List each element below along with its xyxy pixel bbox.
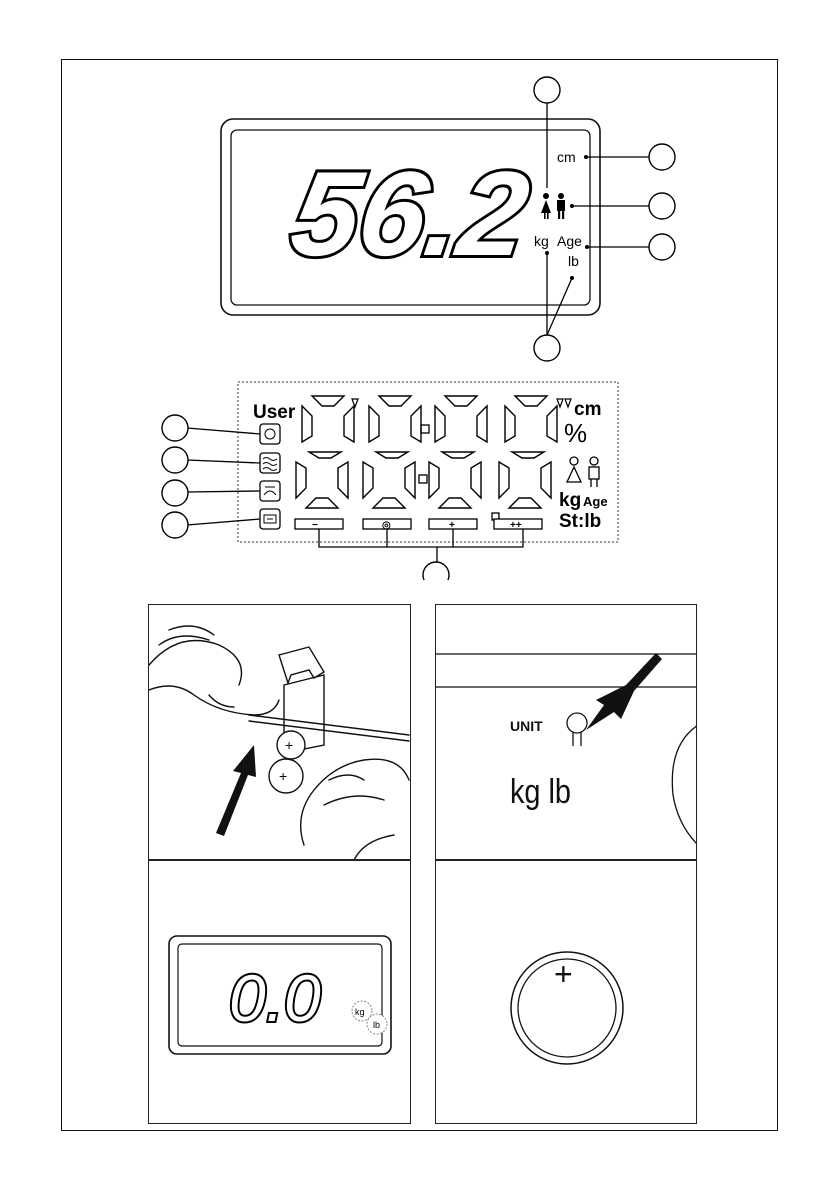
- lcd-digit-4-segment-5: [499, 462, 509, 498]
- lcd-digit-2-segment-6: [369, 406, 379, 442]
- battery-polarity-2: +: [279, 768, 287, 784]
- lcd-unit-percent: %: [564, 418, 587, 448]
- unit-options-label: kg lb: [510, 772, 571, 811]
- lcd-digit-1-segment-1: [312, 396, 344, 406]
- coin-cell-polarity: +: [554, 956, 573, 992]
- coin-cell-illustration: +: [436, 861, 697, 1124]
- panel-zero-display: 0.0 0.0 kg lb: [148, 860, 411, 1124]
- lcd-digit-3-segment-4: [439, 498, 471, 508]
- lcd-digit-1-segment-2: [344, 406, 354, 442]
- unit-button-label: UNIT: [510, 718, 543, 734]
- lcd-digit-1-segment-6: [302, 406, 312, 442]
- callout-circle-4: [649, 234, 675, 260]
- top-unit-lb: lb: [568, 253, 579, 269]
- lcd-digit-4-segment-7: [512, 452, 544, 458]
- lcd-digit-3-segment-3: [471, 462, 481, 498]
- lcd-digit-4-segment-1: [515, 396, 547, 406]
- water-icon: [260, 453, 280, 473]
- lcd-digit-3-segment-2: [477, 406, 487, 442]
- lcd-digit-4-segment-3: [541, 462, 551, 498]
- callout-circle-9: [162, 512, 188, 538]
- lcd-female-male-icon: [567, 457, 599, 487]
- lcd-digit-3-segment-6: [435, 406, 445, 442]
- lcd-digit-2-segment-5: [363, 462, 373, 498]
- lcd-digit-4-segment-6: [505, 406, 515, 442]
- panel-unit-button: UNIT kg lb: [435, 604, 697, 860]
- lcd-digit-3-segment-7: [442, 452, 474, 458]
- lcd-digit-1-segment-5: [296, 462, 306, 498]
- callout-circle-6: [162, 415, 188, 441]
- lcd-segment-digits: [296, 396, 557, 508]
- top-reading-fill: 56.2: [284, 147, 536, 281]
- battery-polarity-1: +: [285, 737, 293, 753]
- callout-circle-8: [162, 480, 188, 506]
- lcd-digit-2-segment-1: [379, 396, 411, 406]
- top-unit-cm: cm: [557, 149, 576, 165]
- bar-label-4: ++: [510, 520, 522, 531]
- callout-circle-1: [534, 77, 560, 103]
- lcd-digit-3-segment-5: [429, 462, 439, 498]
- lcd-digit-1-segment-4: [306, 498, 338, 508]
- callout-circle-2: [649, 144, 675, 170]
- lcd-digit-4-segment-2: [547, 406, 557, 442]
- lcd-digit-2-segment-3: [405, 462, 415, 498]
- battery-insert-illustration: + +: [149, 605, 411, 860]
- face-icon: [260, 424, 280, 444]
- top-display-figure: 56.2 56.2 cm kg Age lb: [62, 60, 779, 580]
- unit-button-illustration: UNIT kg lb: [436, 605, 697, 860]
- lcd-digit-1-segment-7: [309, 452, 341, 458]
- zero-reading-fill: 0.0: [229, 961, 321, 1035]
- top-label-age: Age: [557, 233, 582, 249]
- callout-circle-3: [649, 193, 675, 219]
- callout-circle-5: [534, 335, 560, 361]
- insert-arrow-icon: [216, 745, 256, 836]
- bar-label-3: +: [449, 520, 455, 531]
- lcd-digit-2-segment-4: [373, 498, 405, 508]
- female-male-icon: [541, 193, 565, 219]
- panel-battery-insert: + +: [148, 604, 411, 860]
- lcd-digit-3-segment-1: [445, 396, 477, 406]
- panel-coin-cell: +: [435, 860, 697, 1124]
- lcd-unit-cm: cm: [574, 399, 601, 420]
- lcd-digit-2-segment-7: [376, 452, 408, 458]
- callout-circle-7: [162, 447, 188, 473]
- manual-page: 56.2 56.2 cm kg Age lb: [61, 59, 778, 1131]
- zero-display-illustration: 0.0 0.0 kg lb: [149, 861, 411, 1124]
- top-unit-kg: kg: [534, 233, 549, 249]
- lcd-digit-1-segment-3: [338, 462, 348, 498]
- zero-unit-kg: kg: [355, 1007, 365, 1017]
- bar-label-1: −: [312, 520, 318, 531]
- lcd-label-user: User: [253, 402, 296, 423]
- zero-unit-lb: lb: [373, 1020, 380, 1030]
- lcd-digit-2-segment-2: [411, 406, 421, 442]
- press-arrow-icon: [586, 653, 662, 730]
- lcd-bar-indicators: [295, 519, 542, 529]
- lcd-label-age: Age: [583, 494, 608, 509]
- lcd-unit-kg: kg: [559, 490, 581, 511]
- lcd-unit-stlb: St:lb: [559, 511, 601, 532]
- callout-circle-10: [423, 562, 449, 580]
- lcd-digit-4-segment-4: [509, 498, 541, 508]
